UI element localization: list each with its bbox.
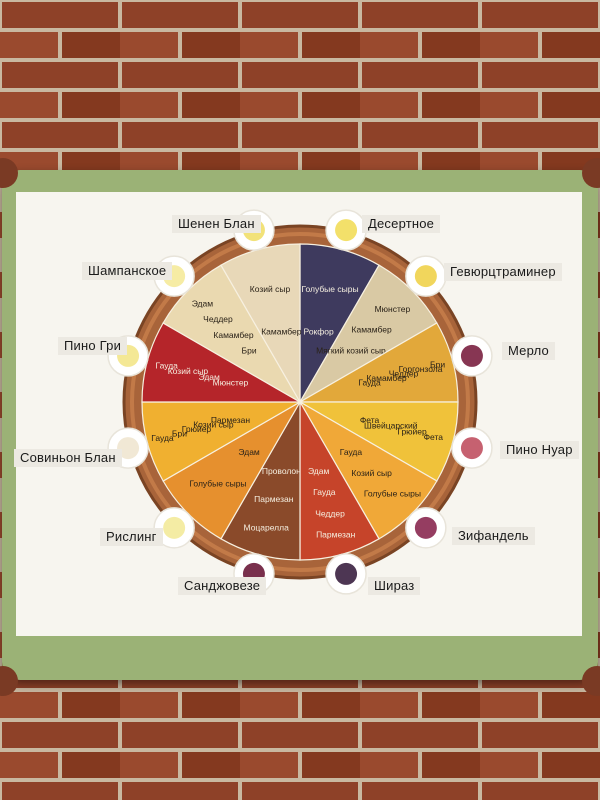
wine-label: Зифандель [452,527,535,545]
cheese-label: Чеддер [315,508,345,518]
cheese-label: Мягкий козий сыр [316,345,386,355]
cheese-label: Фета [424,432,444,442]
cheese-label: Грюйер [397,426,427,436]
wine-label: Мерло [502,342,555,360]
wine-label: Санджовезе [178,577,266,595]
wine-label: Пино Нуар [500,441,579,459]
cheese-label: Голубые сыры [364,489,421,499]
wine-label: Десертное [362,215,440,233]
cheese-label: Мюнстер [375,304,411,314]
cheese-label: Гауда [155,361,178,371]
cheese-label: Бри [430,359,445,369]
cheese-label: Эдам [308,466,330,476]
cheese-label: Козий сыр [351,468,392,478]
cheese-label: Козий сыр [250,284,291,294]
wine-label: Гевюрцтраминер [444,263,562,281]
wine-label: Рислинг [100,528,163,546]
cheese-label: Голубые сыры [189,478,246,488]
cheese-label: Чеддер [203,314,233,324]
wine-label: Шенен Блан [172,215,261,233]
cheese-label: Рокфор [304,327,334,337]
cheese-label: Гауда [151,433,174,443]
cheese-label: Пармезан [316,530,356,540]
wine-stain [461,437,483,459]
cheese-label: Гауда [340,447,363,457]
cheese-label: Бри [242,345,257,355]
wine-label: Пино Гри [58,337,127,355]
wine-stain [163,517,185,539]
wine-label: Шампанское [82,262,172,280]
cheese-label: Проволон [262,466,301,476]
wine-stain [335,219,357,241]
wine-stain [335,563,357,585]
wine-label: Совиньон Блан [14,449,122,467]
cheese-label: Камамбер [213,330,253,340]
cheese-label: Эдам [192,299,214,309]
cheese-label: Голубые сыры [301,284,358,294]
wine-stain [461,345,483,367]
cheese-label: Камамбер [352,325,392,335]
cheese-label: Бри [172,429,187,439]
cheese-label: Гауда [313,487,336,497]
cheese-label: Эдам [238,447,260,457]
cheese-label: Пармезан [254,494,294,504]
cheese-label: Моцарелла [244,522,290,532]
wine-stain [415,517,437,539]
cheese-label: Камамбер [261,327,301,337]
wine-stain [415,265,437,287]
wine-label: Шираз [368,577,420,595]
